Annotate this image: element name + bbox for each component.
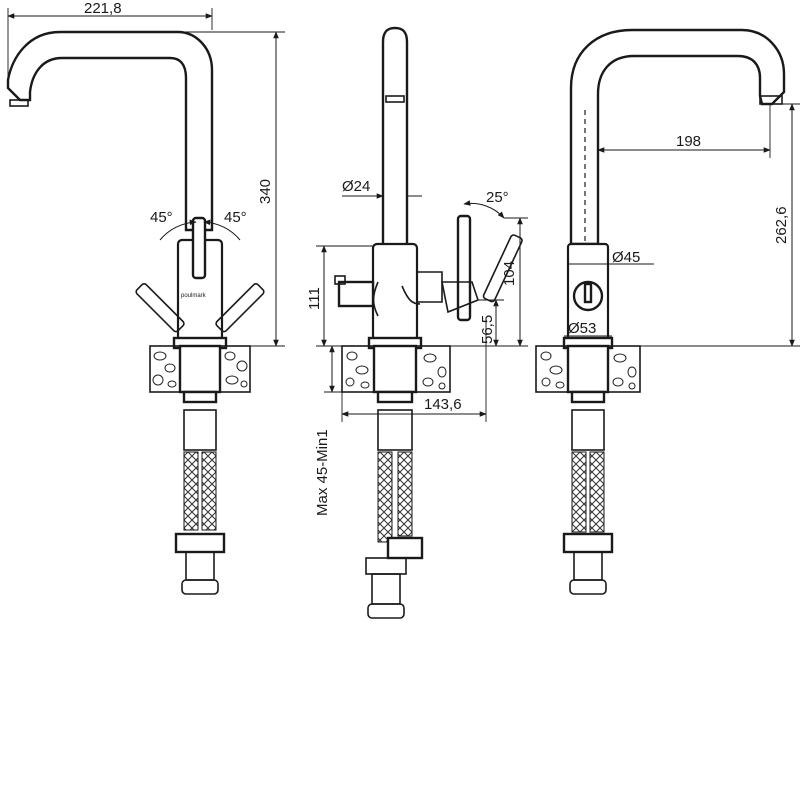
front-height-label: 340 [257,179,274,204]
front-reach-label: 221,8 [84,0,122,17]
side-angle-arc [463,200,505,219]
front-lever-right [215,283,265,333]
front-mount-shank [178,344,222,394]
side-left-handle [337,280,375,308]
back-hose-right [589,451,605,533]
front-spout [6,30,214,232]
back-height-label: 262,6 [773,206,790,244]
side-aerator [385,95,405,103]
back-body-diameter-label: Ø45 [612,249,640,266]
back-hose-connector [569,579,607,595]
front-brand-label: poulmark [181,293,207,299]
front-lever-left [135,283,185,333]
back-nut-top [570,390,606,404]
front-lock-nut [174,532,226,554]
front-nut-top [182,390,218,404]
back-countertop-stones [540,351,637,390]
back-knob-pointer [583,282,593,304]
side-nut-top [376,390,414,404]
side-view: 25° Ø24 111 Max 45-Min1 [306,26,528,619]
front-aerator [9,99,29,107]
back-aerator [759,95,783,105]
side-spout [381,26,409,248]
back-reach-label: 198 [676,133,701,150]
side-angle-label: 25° [486,189,509,206]
back-hose-end [573,551,603,581]
back-hose-fitting [571,409,605,451]
front-view: poulmark 45° 45° 221,8 [6,0,285,595]
front-lever-center [191,216,207,280]
side-lock-nut [386,536,424,560]
side-hose-nut [365,557,407,575]
back-mount-shank [566,344,610,394]
front-hose-connector [181,579,219,595]
back-base-diameter-label: Ø53 [568,320,596,337]
front-angle-arc-left [159,219,197,241]
side-hose-fitting [377,409,413,451]
side-56-label: 56,5 [479,315,496,344]
front-hose-left [183,451,199,531]
back-spout [569,28,786,246]
front-countertop-stones [152,351,248,388]
side-mount-label: Max 45-Min1 [314,429,331,516]
front-angle-right-label: 45° [224,209,247,226]
side-mount-shank [372,344,418,394]
side-143-label: 143,6 [424,396,462,413]
side-hose-end [371,573,401,605]
front-hose-end [185,551,215,581]
side-right-curve [401,285,421,305]
front-hose-right [201,451,217,531]
front-angle-left-label: 45° [150,209,173,226]
front-hose-fitting [183,409,217,451]
side-104-label: 104 [501,261,518,286]
side-countertop-stones [345,351,447,390]
side-body [371,242,419,342]
side-hose-right [397,451,413,537]
front-angle-arc-right [203,219,241,241]
side-right-connector [417,271,443,303]
side-hose-left [377,451,393,543]
back-view: Ø45 Ø53 198 262,6 [535,28,800,595]
back-hose-left [571,451,587,533]
side-111-label: 111 [306,287,323,310]
back-lock-nut [562,532,614,554]
side-hose-connector [367,603,405,619]
side-pipe-label: Ø24 [342,178,370,195]
side-left-cap [334,275,346,285]
